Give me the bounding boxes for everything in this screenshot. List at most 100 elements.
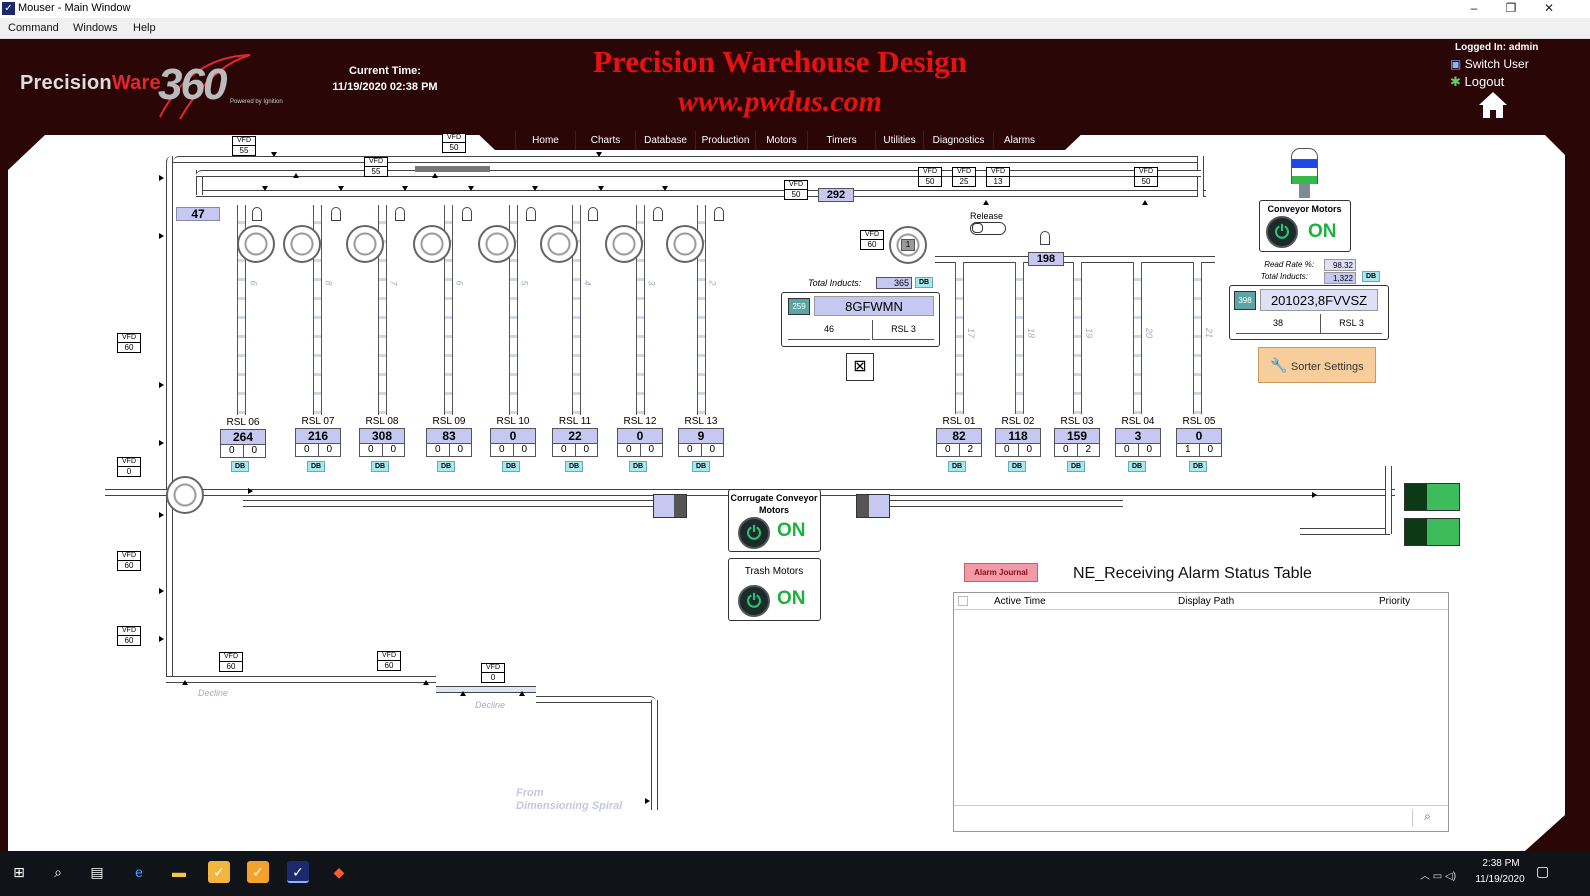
rsl-cell-b: 0: [390, 444, 397, 455]
app-launcher-icon[interactable]: ✓: [208, 861, 230, 883]
tab-timers[interactable]: Timers: [807, 131, 875, 150]
diverter-2[interactable]: [283, 225, 321, 263]
db-button[interactable]: DB: [692, 461, 710, 472]
db-button[interactable]: DB: [307, 461, 325, 472]
db-button[interactable]: DB: [629, 461, 647, 472]
tab-alarms[interactable]: Alarms: [993, 131, 1045, 150]
power-icon[interactable]: ⏻: [738, 517, 770, 549]
column-active-time[interactable]: Active Time: [994, 596, 1046, 607]
search-icon[interactable]: ⌕: [1412, 809, 1442, 827]
trash-bin-icon[interactable]: ⊠: [846, 353, 874, 381]
db-button[interactable]: DB: [231, 461, 249, 472]
diverter-4[interactable]: [413, 225, 451, 263]
rsl-cell-b: 2: [1085, 444, 1092, 455]
alarm-journal-button[interactable]: Alarm Journal: [964, 563, 1038, 582]
system-tray-icons[interactable]: ︿ ▭ ◁): [1420, 871, 1457, 882]
minimize-button[interactable]: –: [1470, 1, 1478, 15]
menu-command[interactable]: Command: [8, 22, 59, 34]
direction-arrow: [645, 798, 650, 804]
windows-start-icon[interactable]: ⊞: [13, 864, 25, 880]
rsl-count: 83: [426, 428, 472, 444]
designer-icon[interactable]: ✓: [247, 861, 269, 883]
db-button[interactable]: DB: [565, 461, 583, 472]
power-icon[interactable]: ⏻: [1266, 216, 1298, 248]
logout-link[interactable]: ✱ Logout: [1450, 74, 1504, 90]
release-toggle[interactable]: [970, 222, 1006, 235]
diverter-merge[interactable]: [166, 476, 204, 514]
menu-windows[interactable]: Windows: [73, 22, 118, 34]
search-icon[interactable]: ⌕: [54, 864, 62, 880]
rsl-label: RSL 09: [432, 416, 466, 427]
banner-url[interactable]: www.pwdus.com: [678, 85, 882, 118]
wrench-icon: 🔧: [1270, 357, 1288, 373]
db-button[interactable]: DB: [1067, 461, 1085, 472]
diverter-8[interactable]: [666, 225, 704, 263]
tab-production[interactable]: Production: [695, 131, 755, 150]
brave-browser-icon[interactable]: ◆: [333, 864, 345, 880]
db-button[interactable]: DB: [437, 461, 455, 472]
scanner-icon: [714, 207, 724, 221]
top-count: 292: [818, 188, 854, 202]
file-explorer-icon[interactable]: ▬: [172, 864, 186, 880]
lane-number: 6: [248, 280, 259, 286]
internet-explorer-icon[interactable]: e: [135, 864, 143, 880]
logo: PrecisionWare: [20, 72, 161, 95]
db-button[interactable]: DB: [1008, 461, 1026, 472]
diverter-7[interactable]: [605, 225, 643, 263]
task-view-icon[interactable]: ▤: [90, 864, 104, 880]
tab-charts[interactable]: Charts: [575, 131, 635, 150]
tab-motors[interactable]: Motors: [755, 131, 807, 150]
restore-button[interactable]: ❐: [1505, 1, 1517, 15]
tab-database[interactable]: Database: [635, 131, 695, 150]
exit-motor-bottom[interactable]: [1404, 518, 1460, 546]
rsl-cell-b: 0: [709, 444, 716, 455]
diverter-1[interactable]: [237, 225, 275, 263]
menu-help[interactable]: Help: [133, 22, 156, 34]
corrugate-label: Corrugate Conveyor Motors: [730, 493, 818, 515]
close-button[interactable]: ✕: [1543, 1, 1555, 15]
vfd-value: 55: [232, 146, 256, 156]
db-button[interactable]: DB: [915, 277, 933, 288]
db-button[interactable]: DB: [948, 461, 966, 472]
db-button[interactable]: DB: [1128, 461, 1146, 472]
db-button[interactable]: DB: [1189, 461, 1207, 472]
sorter-settings-button[interactable]: 🔧 Sorter Settings: [1258, 347, 1376, 383]
select-all-checkbox[interactable]: [958, 596, 968, 606]
column-priority[interactable]: Priority: [1379, 596, 1411, 607]
conveyor-top-outer: [173, 156, 1203, 163]
exit-motor-top[interactable]: [1404, 483, 1460, 511]
power-icon[interactable]: ⏻: [738, 585, 770, 617]
switch-user-link[interactable]: ▣ Switch User: [1450, 57, 1529, 71]
diverter-6[interactable]: [540, 225, 578, 263]
db-button[interactable]: DB: [1362, 271, 1380, 282]
db-button[interactable]: DB: [371, 461, 389, 472]
mouser-client-icon[interactable]: ✓: [287, 861, 309, 883]
induct-left-panel: 259 8GFWMN 46 RSL 3: [781, 292, 940, 347]
home-icon[interactable]: [1478, 91, 1508, 119]
db-button[interactable]: DB: [502, 461, 520, 472]
tab-utilities[interactable]: Utilities: [875, 131, 923, 150]
tab-diagnostics[interactable]: Diagnostics: [923, 131, 993, 150]
tab-home[interactable]: Home: [515, 131, 575, 150]
column-display-path[interactable]: Display Path: [1178, 596, 1235, 607]
diverter-3[interactable]: [346, 225, 384, 263]
notifications-icon[interactable]: ▢: [1536, 863, 1550, 879]
diverter-5[interactable]: [478, 225, 516, 263]
